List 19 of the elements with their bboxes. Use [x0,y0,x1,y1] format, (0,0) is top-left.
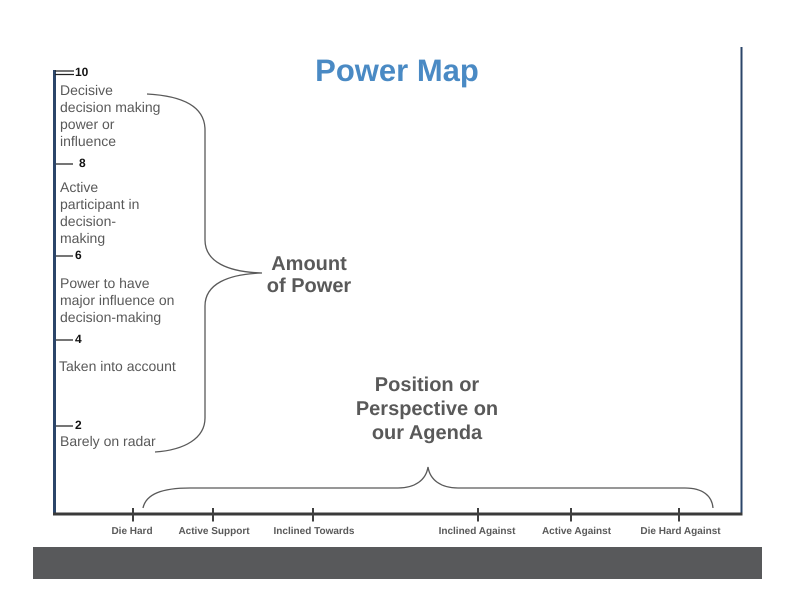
position-label: Active Against [542,526,612,538]
position-label: Die Hard [111,526,153,538]
position-label: Active Support [178,526,250,538]
tick-number: 8 [79,156,86,170]
position-label: Inclined Towards [274,526,354,538]
tick-number: 2 [75,418,82,432]
level-description: Barely on radar [60,433,157,450]
level-description: Active participant in decision-making [60,179,140,247]
title: Power Map [315,53,479,89]
tick-number: 6 [75,248,82,262]
level-description: Power to have major influence on decision-making [60,275,176,326]
position-label: Die Hard Against [640,526,721,538]
axis-title: Amount of Power [266,252,352,296]
tick-number: 10 [75,65,88,79]
level-description: Decisive decision making power or influence [60,82,162,150]
axis-title: Position or Perspective on our Agenda [354,373,500,445]
level-description: Taken into account [59,358,177,374]
tick-number: 4 [75,332,82,346]
position-label: Inclined Against [438,526,516,538]
